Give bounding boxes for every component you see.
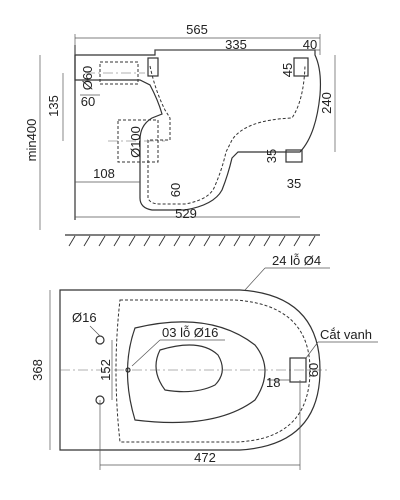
bolt-hole-top [95,335,105,345]
dim-152: 152 [98,359,113,381]
dim-529: 529 [175,206,197,221]
dim-565: 565 [186,22,208,37]
leader-24-holes [244,267,266,291]
bowl-side-outline [74,49,322,211]
top-view: 368 24 lỗ Ø4 Ø16 152 03 lỗ Ø16 Cắt vanh … [30,253,378,470]
label-24-holes: 24 lỗ Ø4 [272,253,321,268]
dim-foot-60: 60 [168,183,183,197]
dim-135: 135 [46,95,61,117]
dim-dia-60: Ø60 [80,66,95,91]
mount-right [293,57,309,77]
label-cut: Cắt vanh [320,327,372,342]
dim-40: 40 [303,37,317,52]
mount-left [147,57,159,77]
leader-cut [305,341,319,359]
dim-dia-100: Ø100 [128,126,143,158]
cut-flange [289,357,307,383]
dim-cut-60: 60 [306,363,321,377]
dim-240: 240 [319,92,334,114]
bowl-top-inner [115,299,311,443]
dim-60-offset: 60 [81,94,95,109]
bowl-rim-inner [126,321,266,424]
dim-min400: min400 [24,119,39,162]
dim-368: 368 [30,359,45,381]
dim-335: 335 [225,37,247,52]
dim-cut-18: 18 [266,375,280,390]
dim-472: 472 [194,450,216,465]
dim-35a: 35 [264,149,279,163]
bowl-opening [155,344,223,393]
label-3-holes: 03 lỗ Ø16 [162,325,218,340]
leader-3-holes [131,339,161,367]
dim-45: 45 [280,63,295,77]
dim-35b: 35 [287,176,301,191]
bowl-side-inner [147,64,306,205]
label-bolt-dia: Ø16 [72,310,97,325]
bolt-hole-center [125,367,131,373]
side-view: 565 335 40 45 Ø60 60 135 Ø100 108 min400… [24,22,336,247]
floor-bracket [285,149,303,163]
dim-108: 108 [93,166,115,181]
floor-hatch [68,235,316,247]
